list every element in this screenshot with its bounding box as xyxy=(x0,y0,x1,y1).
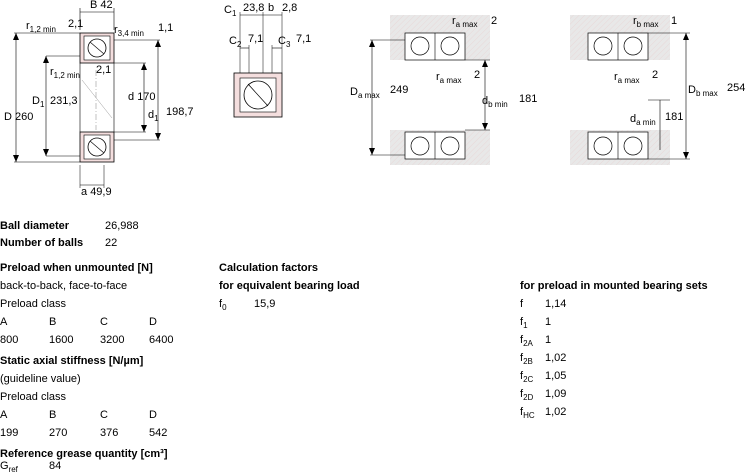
factor-value: 1,09 xyxy=(545,388,567,400)
dim-C2: C2 xyxy=(229,35,242,49)
dim-ra-top-val: 2 xyxy=(491,15,498,27)
preload-heading: Preload when unmounted [N] xyxy=(0,262,153,274)
grease-heading: Reference grease quantity [cm³] xyxy=(0,448,168,460)
preload-class-a: A xyxy=(0,316,8,328)
dim-C3: C3 xyxy=(278,35,291,49)
ball-diameter-label: Ball diameter xyxy=(0,220,70,232)
calc-f0-label: f0 xyxy=(219,298,227,312)
calc-equiv-heading: for equivalent bearing load xyxy=(219,280,360,292)
stiffness-value-b: 270 xyxy=(49,427,68,439)
preload-class-label: Preload class xyxy=(0,298,67,310)
preload-value-a: 800 xyxy=(0,334,19,346)
stiffness-heading: Static axial stiffness [N/µm] xyxy=(0,355,144,367)
dim-b: b xyxy=(268,2,275,14)
dim-ra-mid-2: ra max xyxy=(614,71,640,85)
dim-rb-top-val: 1 xyxy=(671,15,678,27)
stiffness-class-c: C xyxy=(100,409,108,421)
preload-arrangement: back-to-back, face-to-face xyxy=(0,280,128,292)
factor-label: f2C xyxy=(520,370,534,384)
dim-C1-val: 23,8 xyxy=(243,2,265,14)
dim-da-val: 181 xyxy=(665,111,684,123)
factor-value: 1,14 xyxy=(545,298,567,310)
dim-d: d 170 xyxy=(128,91,156,103)
dim-Da: Da max xyxy=(350,86,380,100)
calc-mounted-heading: for preload in mounted bearing sets xyxy=(520,280,708,292)
stiffness-class-label: Preload class xyxy=(0,391,67,403)
factor-label: f1 xyxy=(520,316,528,330)
stiffness-value-c: 376 xyxy=(100,427,119,439)
dim-Da-val: 249 xyxy=(390,84,409,96)
abutment-drawing-1 xyxy=(369,15,490,165)
preload-class-c: C xyxy=(100,316,108,328)
dim-ra-mid-2-val: 2 xyxy=(652,69,659,81)
ball-count-value: 22 xyxy=(105,237,118,249)
dim-d1-val: 198,7 xyxy=(166,106,194,118)
dim-a: a 49,9 xyxy=(81,186,112,198)
dim-d1: d1 xyxy=(148,109,159,123)
stiffness-value-a: 199 xyxy=(0,427,19,439)
dim-B: B 42 xyxy=(90,0,113,11)
factor-label: f2B xyxy=(520,352,533,366)
dim-da: da min xyxy=(630,113,656,127)
dim-r34-val: 1,1 xyxy=(158,22,174,34)
grease-value: 84 xyxy=(49,460,62,472)
ball-count-label: Number of balls xyxy=(0,237,84,249)
factor-value: 1 xyxy=(545,316,552,328)
stiffness-class-d: D xyxy=(149,409,157,421)
dim-r12: r1,2 min xyxy=(26,20,56,34)
preload-value-b: 1600 xyxy=(49,334,74,346)
dim-db-val: 181 xyxy=(519,93,538,105)
dim-r12b: r1,2 min xyxy=(50,66,80,80)
detail-cross-section xyxy=(233,12,283,118)
dim-D: D 260 xyxy=(4,111,34,123)
bearing-drawings xyxy=(13,8,690,188)
dim-D1: D1 xyxy=(32,95,45,109)
grease-label: Gref xyxy=(0,460,18,474)
factor-value: 1 xyxy=(545,334,552,346)
preload-value-d: 6400 xyxy=(149,334,174,346)
dim-ra-mid: ra max xyxy=(436,71,462,85)
stiffness-note: (guideline value) xyxy=(0,373,81,385)
factor-label: f2D xyxy=(520,388,534,402)
dim-ra-mid-val: 2 xyxy=(474,69,481,81)
dim-Db-val: 254 xyxy=(727,82,746,94)
calc-heading: Calculation factors xyxy=(219,262,319,274)
preload-class-d: D xyxy=(149,316,157,328)
abutment-drawing-2 xyxy=(570,15,690,165)
stiffness-value-d: 542 xyxy=(149,427,168,439)
ball-diameter-value: 26,988 xyxy=(105,220,139,232)
dim-C1: C1 xyxy=(224,4,237,18)
factor-value: 1,02 xyxy=(545,406,567,418)
stiffness-class-b: B xyxy=(49,409,57,421)
dim-rb-top: rb max xyxy=(633,15,659,29)
dim-r12b-val: 2,1 xyxy=(96,64,112,76)
preload-value-c: 3200 xyxy=(100,334,125,346)
dim-D1-val: 231,3 xyxy=(50,95,78,107)
dim-C3-val: 7,1 xyxy=(296,33,312,45)
dim-ra-top: ra max xyxy=(452,15,478,29)
factor-label: fHC xyxy=(520,406,535,420)
main-cross-section xyxy=(13,8,161,188)
dim-r12-val: 2,1 xyxy=(68,18,84,30)
calc-f0-value: 15,9 xyxy=(254,298,276,310)
dim-Db: Db max xyxy=(688,84,718,98)
dim-r34: r3,4 min xyxy=(114,24,144,38)
dim-db: db min xyxy=(482,95,508,109)
preload-class-b: B xyxy=(49,316,57,328)
factor-label: f2A xyxy=(520,334,533,348)
dim-b-val: 2,8 xyxy=(282,2,298,14)
dim-C2-val: 7,1 xyxy=(248,33,264,45)
factor-value: 1,05 xyxy=(545,370,567,382)
factor-value: 1,02 xyxy=(545,352,567,364)
stiffness-class-a: A xyxy=(0,409,8,421)
factor-label: f xyxy=(520,298,524,310)
